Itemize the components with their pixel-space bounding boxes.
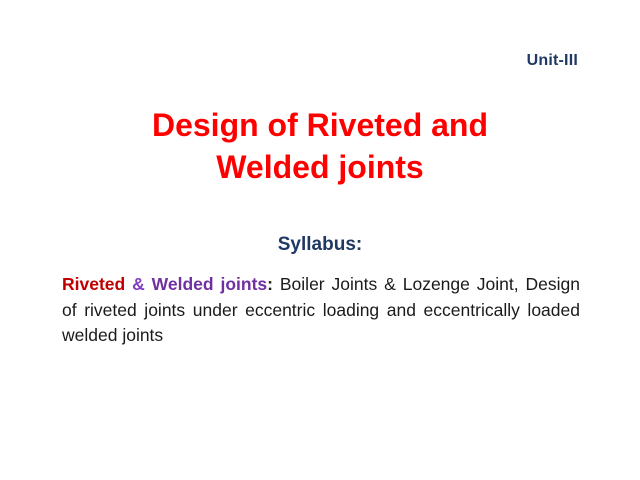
syllabus-body: Riveted & Welded joints: Boiler Joints &… [62, 272, 580, 349]
syllabus-heading: Syllabus: [277, 234, 363, 255]
unit-label: Unit-III [526, 52, 578, 69]
keyword-ampersand: & [132, 274, 145, 294]
page-title: Design of Riveted and Welded joints [0, 105, 640, 188]
keyword-colon: : [267, 274, 273, 294]
title-line-1: Design of Riveted and [151, 107, 489, 143]
keyword-welded-joints: Welded joints [151, 274, 268, 294]
keyword-riveted: Riveted [62, 274, 126, 294]
syllabus-body-text: Boiler Joints & Lozenge Joint, Design of… [62, 274, 580, 346]
title-line-2: Welded joints [216, 148, 424, 185]
